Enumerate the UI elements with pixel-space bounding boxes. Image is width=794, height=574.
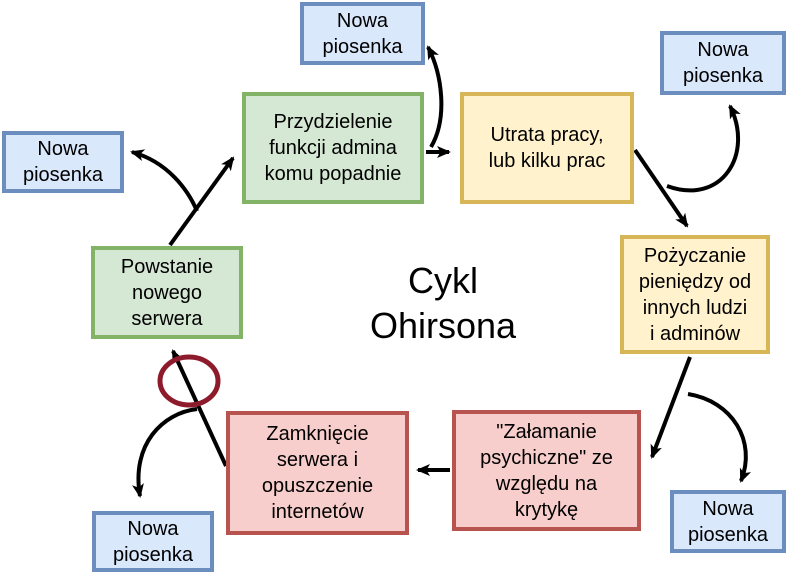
node-label: Pożyczanie pieniędzy od innych ludzi i a…: [638, 244, 752, 345]
arrow-branch-to-piosenka-left: [130, 149, 199, 212]
node-powstanie-nowego-serwera: Powstanie nowego serwera: [91, 246, 243, 339]
arrow-powstanie-to-przydzielenie: [168, 156, 235, 247]
arrow-utrata-to-pozyczanie: [633, 148, 689, 228]
node-utrata-pracy: Utrata pracy, lub kilku prac: [460, 92, 634, 204]
node-label: Nowa piosenka: [22, 138, 104, 186]
node-nowa-piosenka-top-right: Nowa piosenka: [660, 31, 786, 95]
diagram-title: Cykl Ohirsona: [369, 260, 517, 346]
arrow-branch-to-piosenka-bottom-left: [132, 407, 198, 498]
node-zamkniecie-serwera: Zamknięcie serwera i opuszczenie interne…: [226, 411, 409, 535]
node-pozyczanie-pieniedzy: Pożyczanie pieniędzy od innych ludzi i a…: [620, 235, 770, 354]
node-label: Nowa piosenka: [322, 9, 403, 58]
arrow-branch-to-piosenka-bottom-right: [687, 392, 752, 483]
node-label: Nowa piosenka: [682, 39, 764, 87]
arrow-zamkniecie-to-powstanie: [171, 349, 228, 467]
node-nowa-piosenka-left: Nowa piosenka: [2, 131, 124, 193]
node-label: Utrata pracy, lub kilku prac: [488, 124, 606, 172]
node-label: "Załamanie psychiczne" ze względu na kry…: [480, 420, 613, 521]
node-zalamanie-psychiczne: "Załamanie psychiczne" ze względu na kry…: [452, 410, 641, 531]
node-label: Nowa piosenka: [687, 497, 769, 546]
node-label: Powstanie nowego serwera: [120, 255, 214, 330]
highlight-ellipse: [157, 354, 221, 408]
arrow-pozyczanie-to-zalamanie: [650, 356, 692, 459]
node-nowa-piosenka-top: Nowa piosenka: [300, 2, 425, 65]
arrow-branch-to-piosenka-top-right: [666, 104, 741, 193]
node-label: Przydzielenie funkcji admina komu popadn…: [264, 111, 402, 185]
node-przydzielenie-funkcji: Przydzielenie funkcji admina komu popadn…: [242, 92, 424, 204]
arrow-branch-to-piosenka-top: [426, 45, 444, 149]
node-nowa-piosenka-bottom-right: Nowa piosenka: [670, 490, 786, 553]
node-label: Nowa piosenka: [112, 517, 194, 566]
node-nowa-piosenka-bottom-left: Nowa piosenka: [92, 511, 214, 572]
node-label: Zamknięcie serwera i opuszczenie interne…: [261, 423, 374, 523]
